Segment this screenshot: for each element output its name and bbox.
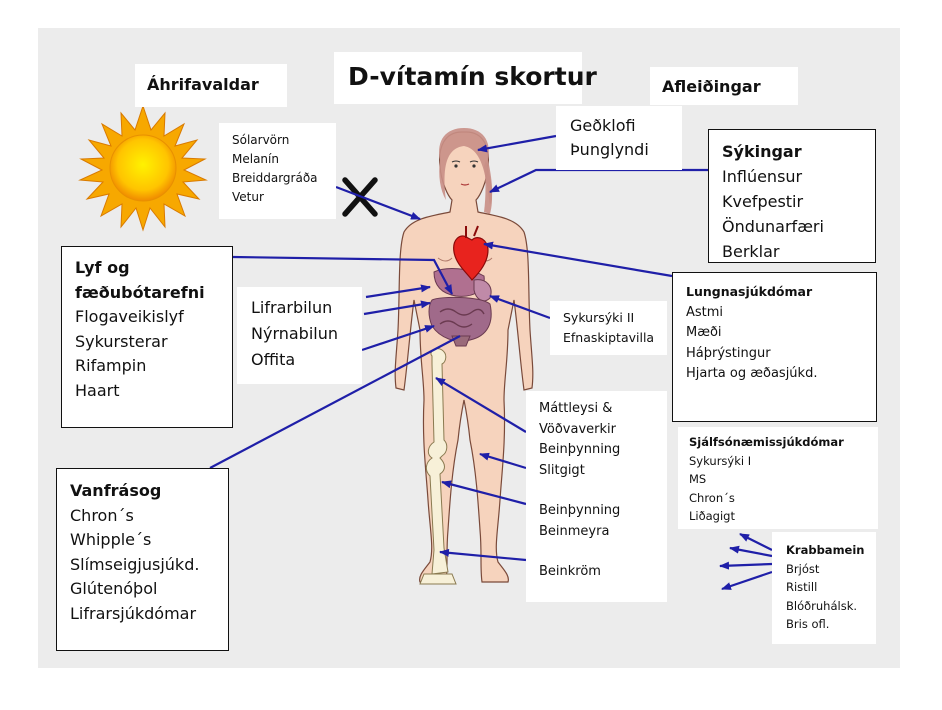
lung-item: Háþrýstingur [686, 345, 771, 361]
arrow-cancer-1 [739, 533, 773, 551]
drugs-box: Lyf og fæðubótarefni Flogaveikislyf Syku… [61, 246, 233, 428]
autoimmune-title: Sjálfsónæmissjúkdómar [689, 435, 844, 449]
arrow-cancer-3 [719, 561, 773, 570]
malabsorption-item: Glútenóþol [70, 579, 158, 598]
infections-title: Sýkingar [722, 142, 802, 161]
sun-blocker-item: Sólarvörn [232, 133, 290, 147]
mental-item: Geðklofi [570, 116, 636, 135]
arrow-cancer-4 [721, 570, 773, 591]
effects-header: Afleiðingar [662, 77, 761, 96]
arrow-kidney [363, 300, 431, 316]
arrow-cancer-2 [729, 545, 773, 558]
malabsorption-title: Vanfrásog [70, 481, 162, 500]
sun-blockers-box: Sólarvörn Melanín Breiddargráða Vetur [219, 123, 336, 219]
autoimmune-item: MS [689, 472, 707, 486]
metabolic-box: Sykursýki II Efnaskiptavilla [550, 301, 667, 355]
cancer-box: Krabbamein Brjóst Ristill Blóðruhálsk. B… [772, 532, 876, 644]
arrow-malabsorption [209, 335, 461, 469]
lung-item: Hjarta og æðasjúkd. [686, 366, 818, 381]
organ-failure-item: Offita [251, 350, 296, 369]
cancer-title: Krabbamein [786, 543, 865, 557]
arrow-mental [477, 134, 557, 153]
mental-item: Þunglyndi [570, 140, 649, 159]
causes-header-box: Áhrifavaldar [135, 64, 287, 107]
arrow-liver [365, 284, 431, 299]
autoimmune-item: Sykursýki I [689, 453, 752, 468]
causes-header: Áhrifavaldar [147, 75, 259, 94]
human-body-icon [394, 128, 534, 583]
mental-box: Geðklofi Þunglyndi [556, 106, 682, 170]
heart-icon [453, 225, 489, 281]
infection-item: Kvefpestir [722, 192, 804, 211]
arrow-infections [489, 168, 708, 193]
malabsorption-item: Whipple´s [70, 530, 152, 549]
malabsorption-item: Slímseigjusjúkd. [70, 554, 200, 574]
title-box: D-vítamín skortur [334, 52, 597, 104]
lung-box: Lungnasjúkdómar Astmi Mæði Háþrýstingur … [672, 272, 877, 422]
sun-blocker-item: Breiddargráða [232, 171, 318, 185]
bone-item: Vöðvaverkir [539, 421, 616, 437]
arrow-muscle [435, 377, 527, 433]
drugs-title: Lyf og [75, 258, 130, 277]
organ-failure-item: Nýrnabilun [251, 324, 339, 343]
arrow-drugs [232, 255, 453, 295]
sun-icon [78, 104, 208, 232]
bone-item: Beinþynning [539, 503, 621, 518]
arrow-fat [361, 324, 435, 352]
effects-header-box: Afleiðingar [650, 67, 798, 105]
cancer-item: Brjóst [786, 561, 820, 576]
bone-item: Slitgigt [539, 462, 585, 478]
bone-item: Beinþynning [539, 442, 621, 457]
arrow-rickets [439, 548, 527, 562]
cancer-item: Blóðruhálsk. [786, 598, 858, 613]
lung-title: Lungnasjúkdómar [686, 284, 813, 299]
autoimmune-item: Chron´s [689, 490, 735, 505]
drugs-title: fæðubótarefni [75, 282, 205, 302]
skeleton-leg-icon [419, 348, 457, 585]
drug-item: Rifampin [75, 356, 147, 375]
lung-item: Astmi [686, 304, 724, 320]
metabolic-item: Efnaskiptavilla [563, 330, 655, 345]
drug-item: Flogaveikislyf [75, 307, 184, 326]
drug-item: Sykursterar [75, 331, 168, 351]
organ-failure-item: Lifrarbilun [251, 298, 333, 317]
autoimmune-box: Sjálfsónæmissjúkdómar Sykursýki I MS Chr… [678, 427, 878, 529]
malabsorption-item: Lifrarsjúkdómar [70, 603, 197, 623]
malabsorption-item: Chron´s [70, 505, 134, 525]
sun-blocker-item: Vetur [232, 190, 264, 204]
sun-blocker-item: Melanín [232, 152, 279, 166]
organ-failure-box: Lifrarbilun Nýrnabilun Offita [237, 287, 362, 384]
infection-item: Berklar [722, 242, 780, 261]
arrow-metabolic [489, 294, 551, 320]
malabsorption-box: Vanfrásog Chron´s Whipple´s Slímseigjusj… [56, 468, 229, 651]
arrow-osteomalacia [441, 480, 527, 506]
cancer-item: Bris ofl. [786, 617, 830, 631]
cancer-item: Ristill [786, 580, 818, 594]
arrow-sun-blockers [335, 185, 421, 221]
bone-item: Beinkröm [539, 564, 601, 579]
bone-item: Beinmeyra [539, 523, 610, 539]
infection-item: Öndunarfæri [722, 217, 824, 236]
autoimmune-item: Liðagigt [689, 509, 735, 523]
arrow-arthritis [479, 452, 527, 470]
arrow-lung [483, 241, 673, 278]
infection-item: Inflúensur [722, 167, 803, 186]
infections-box: Sýkingar Inflúensur Kvefpestir Öndunarfæ… [708, 129, 876, 263]
lung-item: Mæði [686, 325, 722, 340]
drug-item: Haart [75, 380, 120, 400]
metabolic-item: Sykursýki II [563, 310, 635, 325]
bone-item: Máttleysi & [539, 401, 613, 416]
bone-box: Máttleysi & Vöðvaverkir Beinþynning Slit… [526, 391, 667, 602]
page-title: D-vítamín skortur [348, 62, 597, 91]
